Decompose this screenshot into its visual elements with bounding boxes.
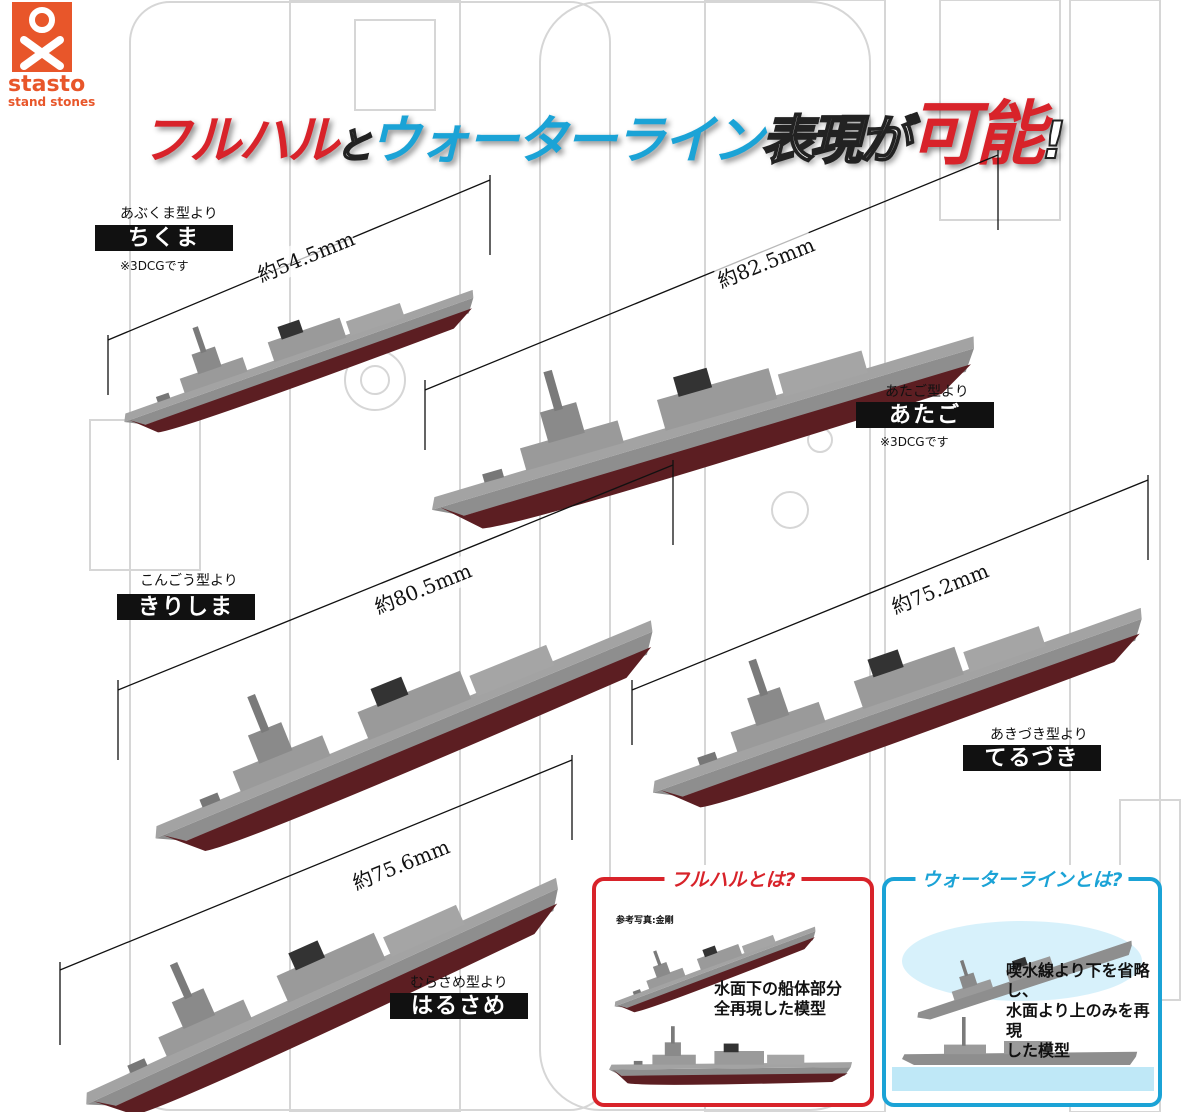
headline-exclaim: !	[1041, 110, 1067, 172]
dimension-line-harusame	[59, 755, 573, 1045]
waterline-ship-images	[892, 921, 1154, 1091]
logo-name: stasto	[8, 72, 86, 97]
class-kirishima: こんごう型より	[140, 573, 238, 589]
full-hull-title: フルハルとは?	[664, 865, 802, 892]
headline: フルハルとウォーターライン表現が可能!	[140, 78, 1067, 179]
class-chikuma: あぶくま型より	[120, 206, 218, 222]
note-chikuma: ※3DCGです	[120, 259, 189, 273]
brand-logo: stasto stand stones	[8, 2, 118, 109]
name-harusame: はるさめ	[390, 993, 528, 1019]
name-atago: あたご	[856, 402, 994, 428]
full-hull-explainer: フルハルとは? 参考写真:金剛 水面下の船体部分全再現した模型	[592, 865, 874, 1107]
class-atago: あたご型より	[885, 384, 969, 400]
name-chikuma: ちくま	[95, 225, 233, 251]
note-atago: ※3DCGです	[880, 435, 949, 449]
headline-full-hull: フルハル	[140, 111, 339, 171]
class-harusame: むらさめ型より	[410, 975, 508, 991]
full-hull-desc: 水面下の船体部分全再現した模型	[714, 979, 843, 1018]
headline-and: と	[335, 125, 373, 168]
dimension-line-teruzuki	[631, 475, 1149, 745]
dimension-line-kirishima	[117, 460, 674, 760]
skull-crossbones-icon	[12, 2, 72, 72]
name-kirishima: きりしま	[117, 594, 255, 620]
logo-subtitle: stand stones	[8, 95, 96, 109]
reference-photo-note: 参考写真:金剛	[616, 916, 674, 926]
dimension-line-atago	[424, 150, 999, 450]
name-teruzuki: てるづき	[963, 745, 1101, 771]
ship-teruzuki	[622, 534, 1157, 824]
headline-possible: 可能	[908, 93, 1045, 175]
headline-expression: 表現が	[760, 110, 912, 172]
class-teruzuki: あきづき型より	[990, 727, 1088, 743]
headline-waterline: ウォーターライン	[369, 111, 764, 171]
waterline-desc: 喫水線より下を省略し、水面より上のみを再現した模型	[1006, 961, 1150, 1060]
waterline-explainer: ウォーターラインとは? 喫水線より下を省略し、水面より上のみを再現した模型	[882, 865, 1162, 1107]
waterline-title: ウォーターラインとは?	[915, 865, 1129, 892]
ship-harusame	[48, 807, 576, 1112]
